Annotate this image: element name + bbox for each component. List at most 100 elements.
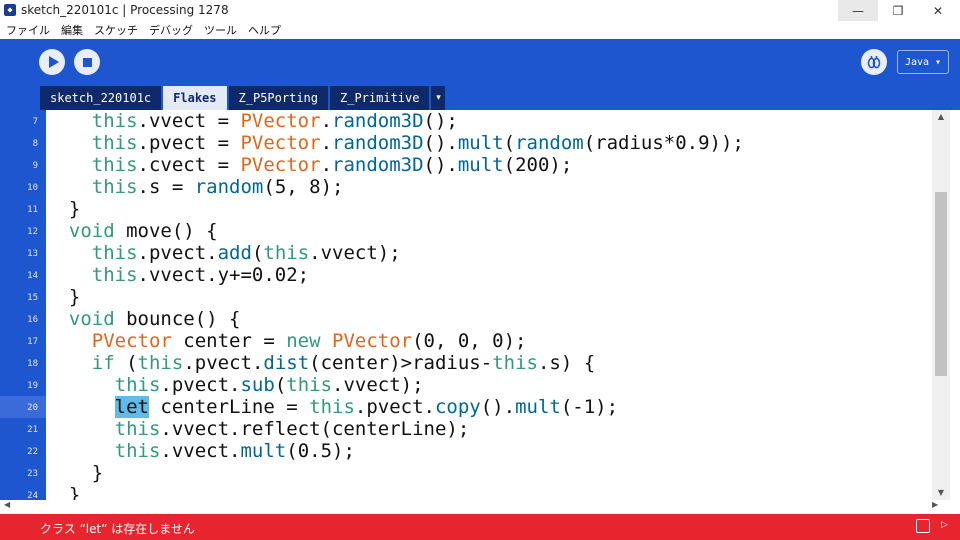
code-token: } [68,286,81,308]
code-token: } [91,462,104,484]
code-token: this [114,440,161,462]
debugger-button[interactable] [861,49,887,75]
line-number[interactable]: 12 [27,227,38,237]
stop-button[interactable] [74,49,100,75]
code-token: .vvect = [137,110,241,132]
line-number[interactable]: 9 [32,161,38,171]
code-token: this [263,242,310,264]
code-token: copy [434,396,481,418]
play-icon [48,56,59,68]
line-number[interactable]: 11 [27,205,38,215]
code-token: sub [240,374,275,396]
scroll-down-arrow-icon[interactable]: ▼ [937,488,945,497]
line-number[interactable]: 13 [27,249,38,259]
code-indent [46,220,69,242]
line-number[interactable]: 18 [27,359,38,369]
line-number[interactable]: 15 [27,293,38,303]
code-token: dist [263,352,310,374]
line-number[interactable]: 23 [27,469,38,479]
tab-z-primitive[interactable]: Z_Primitive [330,86,430,110]
menu-edit[interactable]: 編集 [61,24,83,37]
code-line: this.pvect = PVector.random3D().mult(ran… [46,132,744,154]
menu-debug[interactable]: デバッグ [149,24,193,37]
error-message: クラス “let” は存在しません [40,522,195,536]
code-text-area[interactable]: this.vvect = PVector.random3D(); this.pv… [46,110,932,500]
code-indent [46,198,69,220]
code-token: (); [423,110,458,132]
code-indent [46,374,115,396]
code-line: } [46,484,80,500]
horizontal-scrollbar[interactable]: ◀ ▶ [0,500,960,514]
scroll-up-arrow-icon[interactable]: ▲ [937,112,945,121]
code-indent [46,308,69,330]
code-token: this [286,374,333,396]
line-number[interactable]: 20 [27,403,38,413]
code-line: } [46,198,80,220]
code-token: PVector [240,110,321,132]
code-token [321,330,332,352]
code-token: mult [457,154,504,176]
menu-file[interactable]: ファイル [6,24,50,37]
run-button[interactable] [39,49,65,75]
code-indent [46,396,115,418]
vertical-scrollbar[interactable]: ▲ ▼ [932,110,950,500]
expand-console-icon[interactable]: ▷ [941,520,948,530]
code-indent [46,176,92,198]
stop-icon [82,57,92,67]
line-number[interactable]: 21 [27,425,38,435]
code-indent [46,242,92,264]
menu-sketch[interactable]: スケッチ [94,24,138,37]
tab-flakes[interactable]: Flakes [163,86,227,110]
maximize-button[interactable]: ❐ [892,3,904,18]
menu-tools[interactable]: ツール [204,24,237,37]
line-number[interactable]: 17 [27,337,38,347]
code-line: if (this.pvect.dist(center)>radius-this.… [46,352,595,374]
scroll-left-arrow-icon[interactable]: ◀ [4,500,11,509]
line-number[interactable]: 16 [27,315,38,325]
code-line: this.vvect = PVector.random3D(); [46,110,458,132]
line-number[interactable]: 14 [27,271,38,281]
line-number[interactable]: 8 [32,139,38,149]
line-number[interactable]: 10 [27,183,38,193]
line-number[interactable]: 24 [27,491,38,500]
code-token: .s = [137,176,195,198]
code-token: this [137,352,184,374]
code-token: random [515,132,584,154]
code-token: .vvect.reflect(centerLine); [160,418,470,440]
code-line: } [46,286,80,308]
code-token: (0.5); [286,440,355,462]
code-indent [46,110,92,132]
code-line: void move() { [46,220,218,242]
code-line: this.vvect.mult(0.5); [46,440,355,462]
code-indent [46,154,92,176]
code-token: .s) { [537,352,596,374]
copy-icon[interactable] [916,519,930,533]
scroll-right-arrow-icon[interactable]: ▶ [932,500,939,509]
title-bar: sketch_220101c | Processing 1278 — ❐ ✕ [0,0,960,21]
line-number[interactable]: 19 [27,381,38,391]
line-number[interactable]: 7 [32,117,38,127]
code-indent [46,330,92,352]
code-token: PVector [240,132,321,154]
tab-z-p5porting[interactable]: Z_P5Porting [228,86,328,110]
code-token: .pvect. [183,352,264,374]
mode-selector[interactable]: Java ▾ [897,50,949,74]
code-token: } [68,484,81,500]
close-button[interactable]: ✕ [932,3,944,18]
code-indent [46,462,92,484]
menu-help[interactable]: ヘルプ [248,24,281,37]
bug-icon [867,56,881,69]
sketch-tabs: sketch_220101c Flakes Z_P5Porting Z_Prim… [40,86,446,110]
code-line: let centerLine = this.pvect.copy().mult(… [46,396,618,418]
minimize-button[interactable]: — [838,0,878,21]
line-number[interactable]: 22 [27,447,38,457]
code-line: this.pvect.add(this.vvect); [46,242,401,264]
code-token: this [309,396,355,418]
tab-menu-button[interactable]: ▾ [431,86,446,110]
code-token: void [68,220,115,242]
vertical-scroll-thumb[interactable] [935,192,947,376]
tab-sketch-220101c[interactable]: sketch_220101c [40,86,162,110]
current-line-highlight [46,396,932,418]
code-token: random3D [332,132,424,154]
code-line: } [46,462,103,484]
